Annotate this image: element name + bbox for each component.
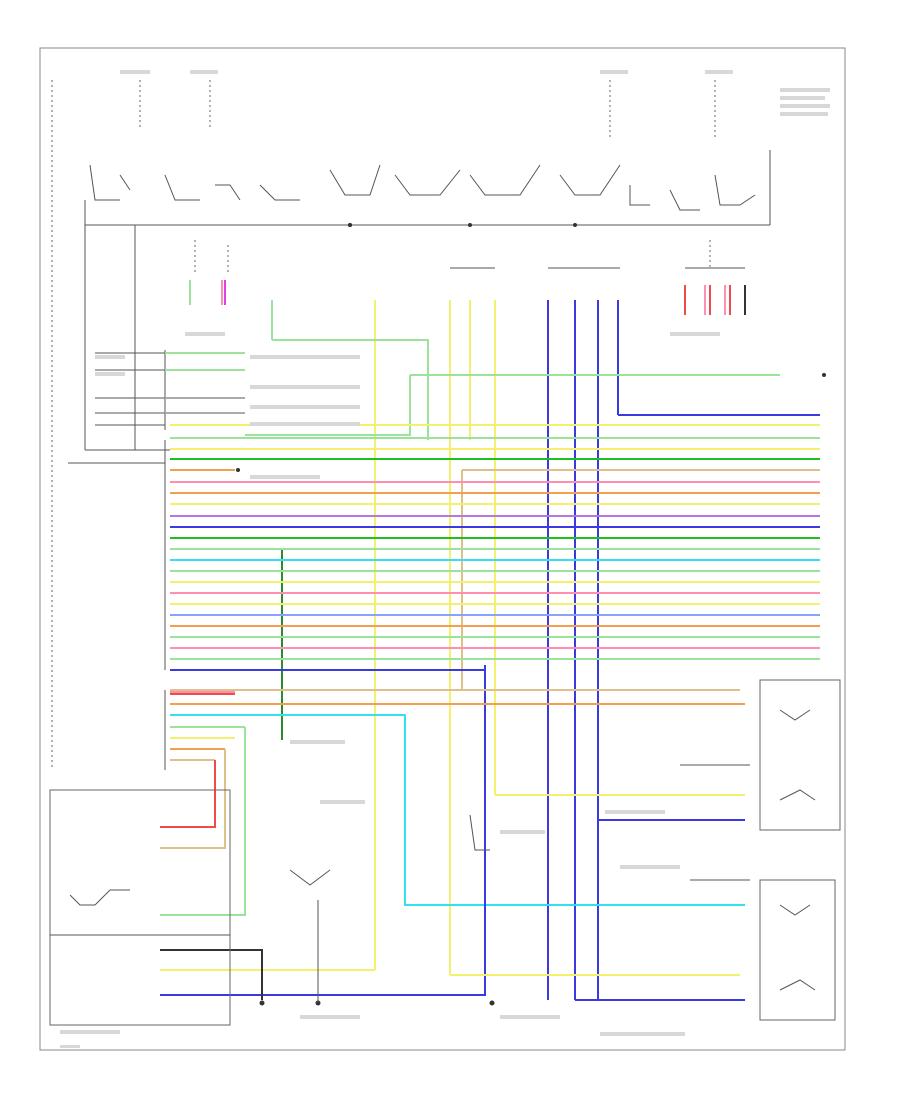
front-passenger-lock-box	[759, 679, 841, 831]
ground-points	[259, 900, 495, 1006]
rear-passenger-lock-box	[759, 879, 836, 1021]
left-connector-block	[68, 350, 166, 770]
fine-print-labels	[60, 70, 830, 1048]
top-fuse-section	[84, 80, 771, 451]
upper-short-wires	[165, 352, 780, 436]
right-side-drops	[495, 764, 750, 1001]
fuse-connectors	[189, 240, 746, 315]
splice-dots	[236, 223, 826, 472]
driver-door-lock-box	[49, 789, 231, 1026]
component-boxes	[49, 679, 841, 1026]
vertical-wires	[262, 300, 820, 1000]
lower-left-drops	[160, 727, 740, 1000]
horizontal-bus-wires	[170, 424, 820, 761]
diagram-border	[39, 47, 846, 1051]
